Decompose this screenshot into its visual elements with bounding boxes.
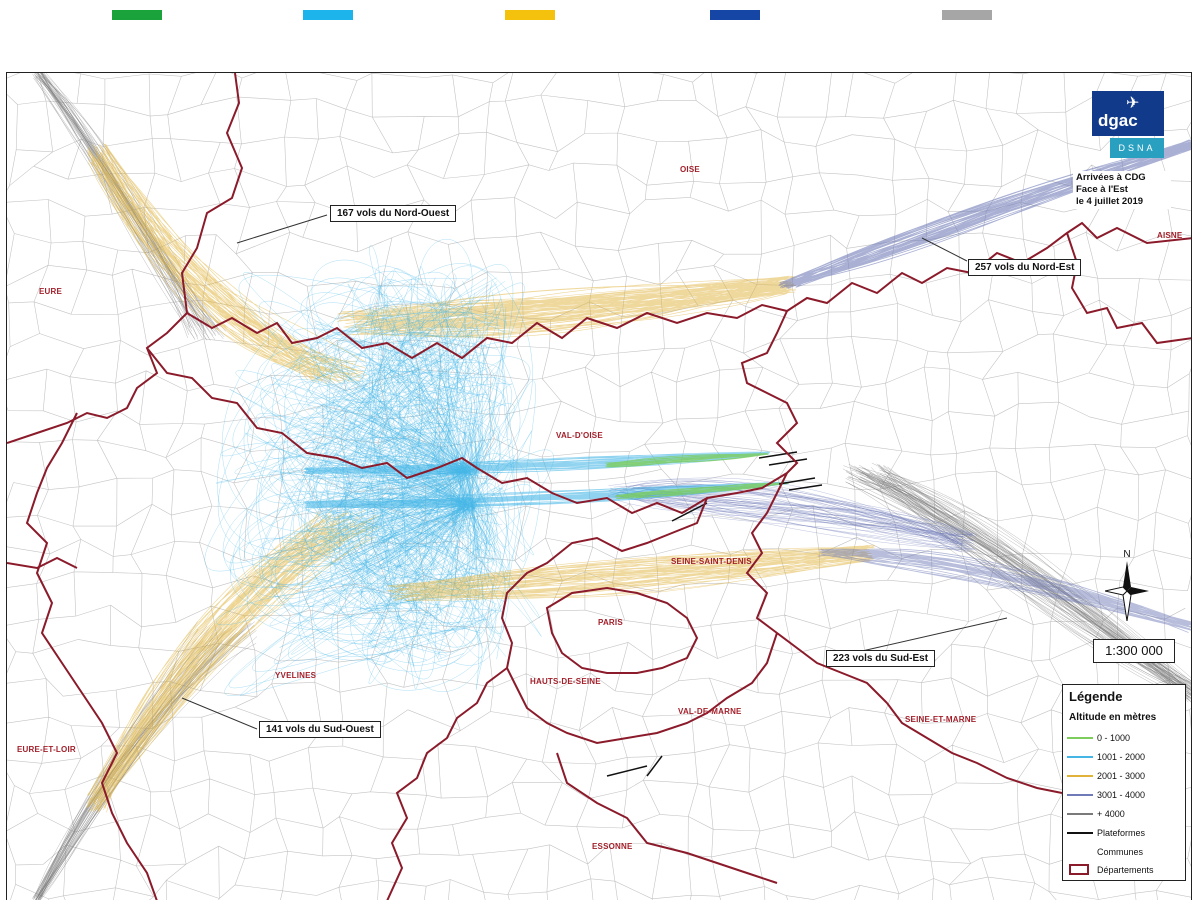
legend-title: Légende: [1069, 689, 1123, 704]
legend-label: 0 - 1000: [1097, 733, 1131, 743]
map-title: Arrivées à CDG Face à l'Est le 4 juillet…: [1073, 171, 1171, 209]
legend-swatch: [1067, 813, 1093, 815]
legend-item-communes: Communes: [1067, 845, 1183, 859]
legend-swatch: [1069, 864, 1089, 875]
dept-label-aisne: AISNE: [1157, 231, 1183, 240]
plane-icon: ✈: [1126, 95, 1140, 112]
swatch-yellow: [505, 10, 555, 20]
swatch-blue: [710, 10, 760, 20]
legend-item-4000-plus: + 4000: [1067, 807, 1183, 821]
flight-tracks: [31, 73, 1191, 900]
callout-sud-ouest: 141 vols du Sud-Ouest: [259, 721, 381, 738]
legend-swatch: [1067, 832, 1093, 834]
legend-label: Plateformes: [1097, 828, 1146, 838]
title-line-3: le 4 juillet 2019: [1076, 196, 1144, 207]
legend-item-3001-4000: 3001 - 4000: [1067, 788, 1183, 802]
legend-swatch: [1067, 775, 1093, 777]
dgac-logo: ✈ dgac DSNA: [1092, 91, 1164, 161]
dept-label-eure-et-loir: EURE-ET-LOIR: [17, 745, 76, 754]
callout-nord-est: 257 vols du Nord-Est: [968, 259, 1082, 276]
legend-label: 1001 - 2000: [1097, 752, 1146, 762]
runways: [606, 451, 823, 777]
scale-indicator: 1:300 000: [1093, 639, 1175, 663]
dept-label-seine-saint-denis: SEINE-SAINT-DENIS: [671, 557, 752, 566]
logo-subtext: DSNA: [1110, 138, 1164, 158]
callout-nord-ouest: 167 vols du Nord-Ouest: [330, 205, 457, 222]
dept-label-seine-et-marne: SEINE-ET-MARNE: [905, 715, 977, 724]
logo-top-panel: ✈ dgac: [1092, 91, 1164, 136]
compass-rose-icon: N: [1105, 549, 1149, 621]
map-legend: Légende Altitude en mètres 0 - 1000 1001…: [1062, 684, 1186, 881]
dept-label-oise: OISE: [680, 165, 700, 174]
legend-label: + 4000: [1097, 809, 1125, 819]
logo-text: dgac: [1098, 111, 1138, 130]
dept-label-hauts-de-seine: HAUTS-DE-SEINE: [530, 677, 601, 686]
legend-label: 3001 - 4000: [1097, 790, 1146, 800]
swatch-grey: [942, 10, 992, 20]
callout-sud-est: 223 vols du Sud-Est: [826, 650, 936, 667]
legend-item-1001-2000: 1001 - 2000: [1067, 750, 1183, 764]
map-canvas: [7, 73, 1191, 900]
dept-label-paris: PARIS: [598, 618, 623, 627]
legend-label: 2001 - 3000: [1097, 771, 1146, 781]
legend-item-plateformes: Plateformes: [1067, 826, 1183, 840]
flight-track-map: OISE AISNE EURE VAL-D'OISE SEINE-SAINT-D…: [6, 72, 1192, 900]
dept-label-eure: EURE: [39, 287, 63, 296]
legend-item-2001-3000: 2001 - 3000: [1067, 769, 1183, 783]
legend-label: Communes: [1097, 847, 1144, 857]
swatch-cyan: [303, 10, 353, 20]
legend-swatch: [1067, 737, 1093, 739]
dept-label-val-doise: VAL-D'OISE: [556, 431, 603, 440]
legend-item-departements: Départements: [1067, 863, 1183, 877]
legend-swatch: [1067, 756, 1093, 758]
swatch-green: [112, 10, 162, 20]
compass-north-label: N: [1123, 549, 1130, 560]
dept-label-yvelines: YVELINES: [275, 671, 317, 680]
top-color-swatches: [0, 0, 1192, 40]
dept-label-essonne: ESSONNE: [592, 842, 633, 851]
dept-label-val-de-marne: VAL-DE-MARNE: [678, 707, 742, 716]
legend-subtitle: Altitude en mètres: [1069, 712, 1157, 723]
legend-swatch: [1067, 794, 1093, 796]
title-line-1: Arrivées à CDG: [1076, 172, 1146, 183]
legend-item-0-1000: 0 - 1000: [1067, 731, 1183, 745]
legend-label: Départements: [1097, 865, 1154, 875]
title-line-2: Face à l'Est: [1076, 184, 1128, 195]
